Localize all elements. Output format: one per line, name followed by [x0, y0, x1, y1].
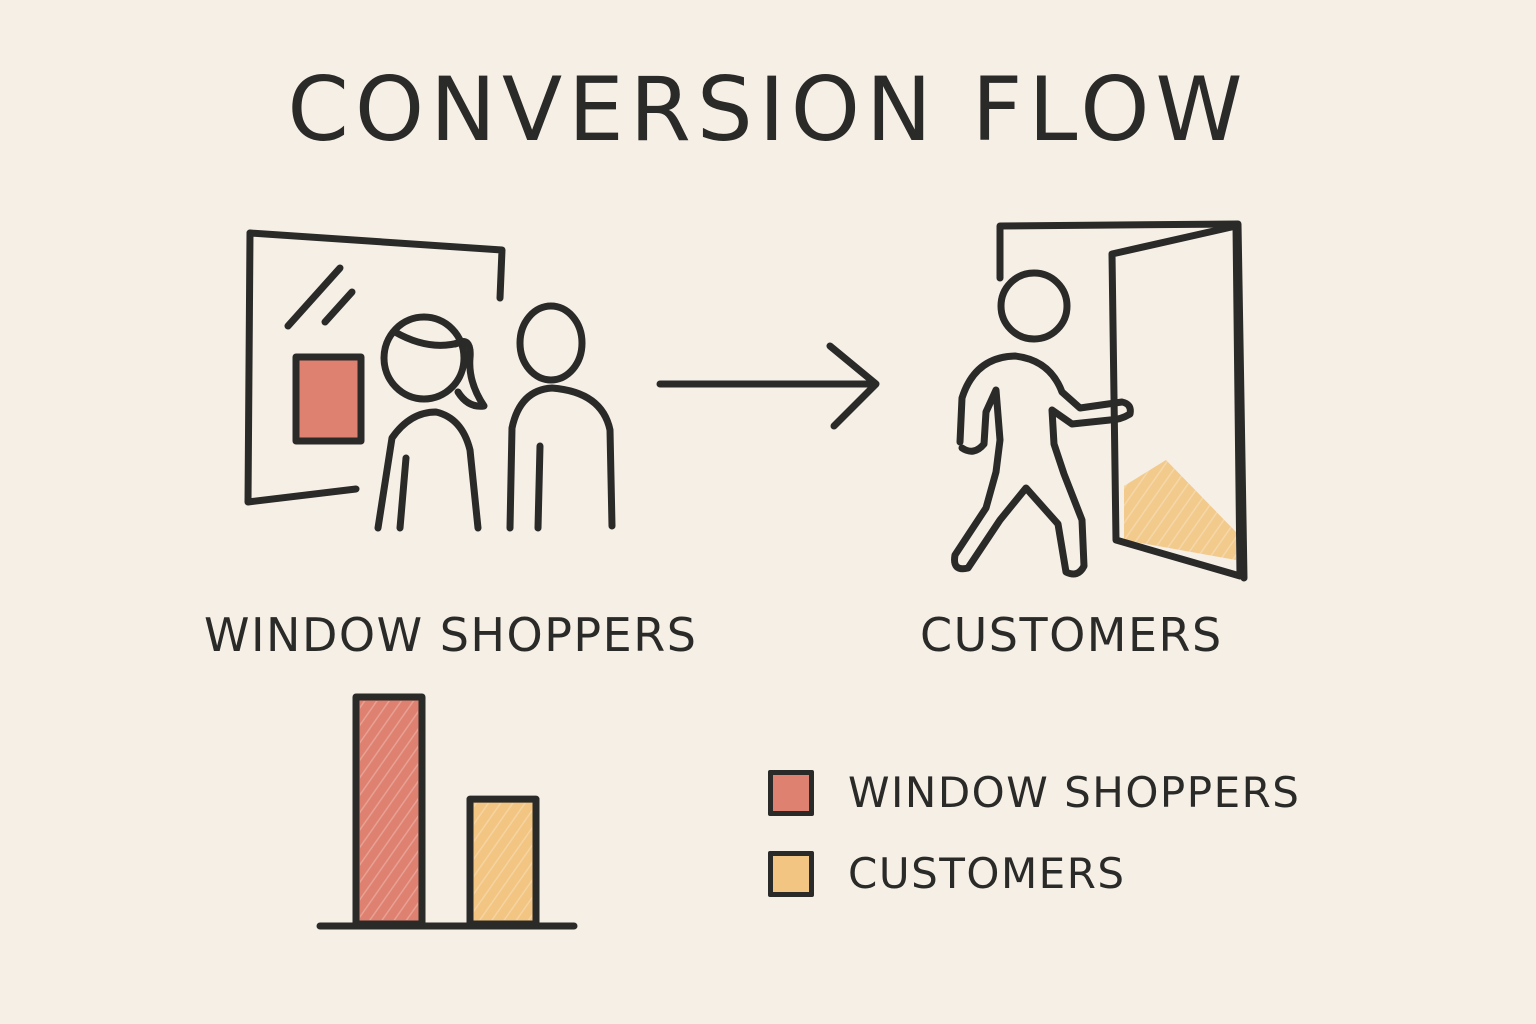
page-title: CONVERSION FLOW [0, 66, 1536, 154]
bar-texture-customers [474, 803, 532, 920]
customers-label: CUSTOMERS [920, 612, 1223, 658]
bar-chart [320, 697, 574, 926]
bar-texture-window-shoppers [360, 701, 418, 920]
legend-swatch-customers [768, 851, 814, 897]
legend-label-customers: CUSTOMERS [848, 853, 1126, 895]
legend-label-window-shoppers: WINDOW SHOPPERS [848, 772, 1300, 814]
walking-customer-icon [955, 273, 1131, 574]
man-shopper-icon [510, 306, 612, 528]
legend-swatch-window-shoppers [768, 770, 814, 816]
window-shoppers-label: WINDOW SHOPPERS [204, 612, 697, 658]
arrow-right-icon [660, 346, 876, 426]
legend-item-customers: CUSTOMERS [768, 846, 1126, 902]
woman-shopper-icon [378, 317, 484, 528]
legend-item-window-shoppers: WINDOW SHOPPERS [768, 765, 1300, 821]
